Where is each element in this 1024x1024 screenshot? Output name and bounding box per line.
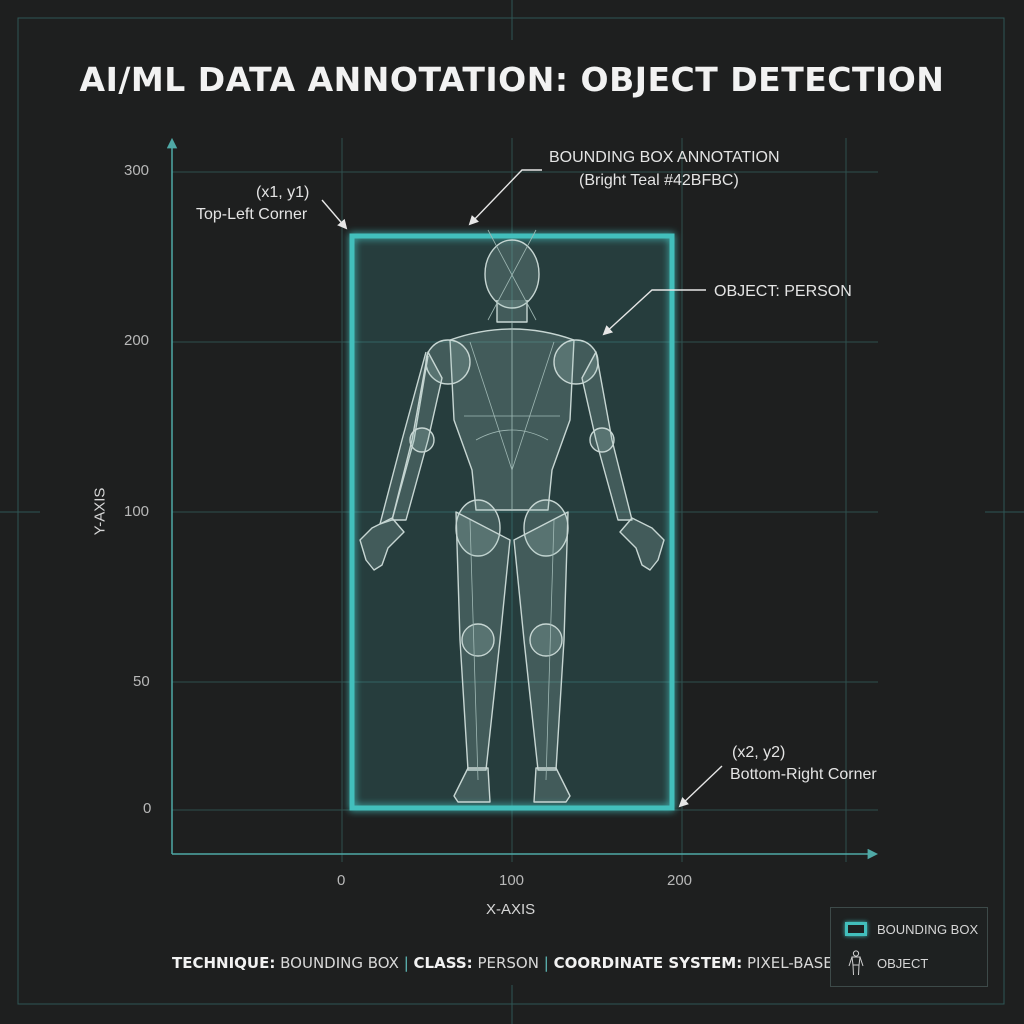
- coordinate-system-value: PIXEL-BASED: [747, 954, 845, 972]
- legend: BOUNDING BOX OBJECT: [830, 907, 988, 987]
- legend-item-object: OBJECT: [845, 950, 929, 976]
- technique-value: BOUNDING BOX: [280, 954, 399, 972]
- top-left-coords: (x1, y1): [256, 184, 310, 201]
- class-key: CLASS:: [413, 954, 473, 972]
- class-value: PERSON: [477, 954, 539, 972]
- x-axis-label: X-AXIS: [486, 901, 536, 918]
- bottom-right-label: Bottom-Right Corner: [730, 766, 877, 783]
- x-tick-label: 200: [667, 872, 693, 889]
- legend-label: BOUNDING BOX: [877, 921, 979, 937]
- y-tick-label: 100: [124, 503, 150, 520]
- footer-summary: TECHNIQUE: BOUNDING BOX | CLASS: PERSON …: [172, 954, 844, 972]
- bounding-box-swatch-icon: [845, 922, 867, 936]
- x-tick-label: 0: [337, 872, 346, 889]
- separator: |: [403, 954, 409, 972]
- person-figure-icon: [848, 950, 864, 976]
- top-left-label: Top-Left Corner: [196, 206, 308, 223]
- bottom-right-coords: (x2, y2): [732, 744, 786, 761]
- bbox-color-note: (Bright Teal #42BFBC): [579, 172, 739, 189]
- y-tick-label: 200: [124, 332, 150, 349]
- y-tick-label: 50: [133, 673, 150, 690]
- callout-arrows: [321, 169, 723, 808]
- y-axis-label: Y-AXIS: [91, 487, 109, 536]
- coordinate-system-key: COORDINATE SYSTEM:: [553, 954, 743, 972]
- object-label: OBJECT: PERSON: [714, 283, 852, 300]
- bbox-annotation-title: BOUNDING BOX ANNOTATION: [549, 149, 780, 166]
- separator: |: [543, 954, 549, 972]
- y-tick-label: 0: [143, 800, 152, 817]
- legend-label: OBJECT: [877, 955, 929, 971]
- x-tick-label: 100: [499, 872, 525, 889]
- technique-key: TECHNIQUE:: [172, 954, 276, 972]
- y-tick-label: 300: [124, 162, 150, 179]
- person-figure-icon: [359, 229, 665, 803]
- legend-item-bounding-box: BOUNDING BOX: [845, 918, 978, 940]
- outer-frame: [17, 17, 1005, 1005]
- page-title: AI/ML DATA ANNOTATION: OBJECT DETECTION: [79, 60, 945, 99]
